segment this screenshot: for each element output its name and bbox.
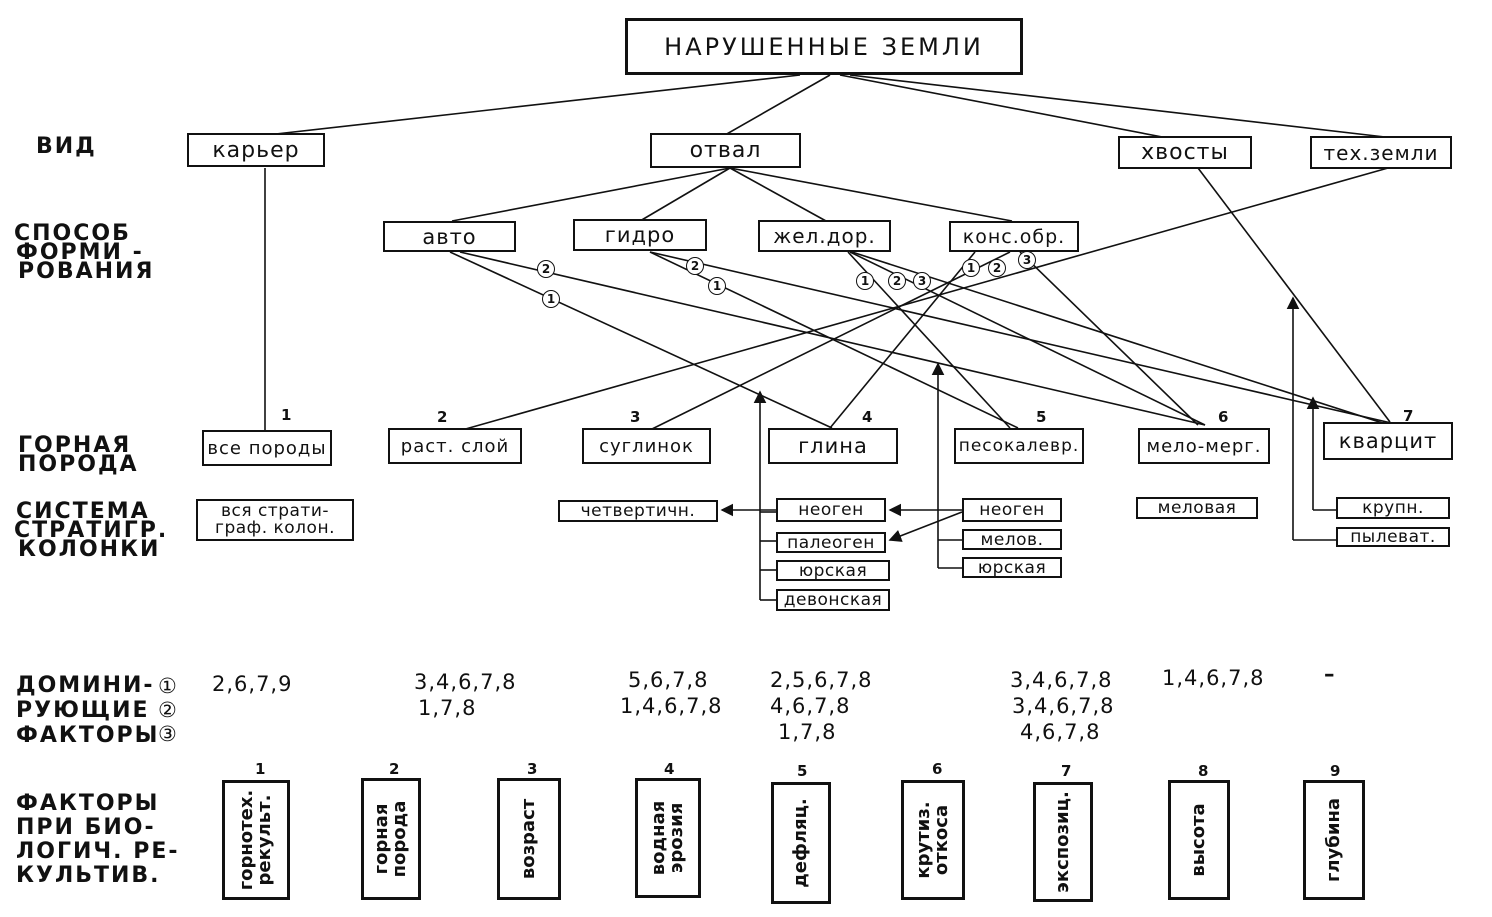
type-karer: карьер	[187, 133, 325, 167]
rock-number: 4	[862, 408, 873, 426]
strat-melov: мелов.	[962, 529, 1062, 550]
rock-vse-porody: все породы	[202, 430, 332, 466]
strat-yurskaya-4: юрская	[776, 560, 890, 581]
strat-neogen-5: неоген	[962, 498, 1062, 522]
marker-circle-3: 3	[913, 272, 931, 290]
marker-circle-1: 1	[542, 290, 560, 308]
marker-circle-1: 1	[708, 277, 726, 295]
strat-vsya-kolonka: вся страти-граф. колон.	[196, 499, 354, 541]
strat-devonskaya: девонская	[776, 589, 890, 611]
marker-circle-1: 1	[962, 259, 980, 277]
rock-number: 3	[630, 408, 641, 426]
type-otval: отвал	[650, 133, 801, 168]
marker-circle-2: 2	[537, 260, 555, 278]
strat-yurskaya-5: юрская	[962, 557, 1062, 578]
marker-circle-1: 1	[856, 272, 874, 290]
rock-pesok-alevr: песокалевр.	[954, 428, 1084, 464]
rock-number: 6	[1218, 408, 1229, 426]
dominant-values-col7: –	[1324, 662, 1336, 686]
dominant-values-col1: 2,6,7,9	[212, 672, 293, 696]
type-tech-zemli: тех.земли	[1310, 136, 1452, 169]
strat-melovaya: меловая	[1136, 497, 1258, 519]
rock-number: 7	[1403, 407, 1414, 425]
rock-kvarcit: кварцит	[1323, 422, 1453, 460]
method-gidro: гидро	[573, 219, 707, 251]
rock-number: 2	[437, 408, 448, 426]
rock-number: 1	[281, 406, 292, 424]
rock-rast-sloy: раст. слой	[388, 428, 522, 464]
method-zheldor: жел.дор.	[758, 220, 891, 252]
marker-circle-2: 2	[686, 257, 704, 275]
marker-circle-2: 2	[988, 259, 1006, 277]
strat-chetvertichn: четвертичн.	[558, 500, 718, 522]
strat-paleogen: палеоген	[776, 532, 886, 553]
type-hvosty: хвосты	[1118, 136, 1252, 169]
row-label-vid: ВИД	[36, 134, 97, 159]
strat-pylevat: пылеват.	[1336, 527, 1450, 547]
marker-circle-2: 2	[888, 272, 906, 290]
rock-melo-merg: мело-мерг.	[1138, 428, 1270, 464]
title-box: НАРУШЕННЫЕ ЗЕМЛИ	[625, 18, 1023, 75]
method-konsobr: конс.обр.	[949, 221, 1079, 252]
strat-neogen-4: неоген	[776, 498, 886, 522]
dominant-values-col6: 1,4,6,7,8	[1162, 666, 1265, 690]
rock-suglinok: суглинок	[582, 428, 711, 464]
strat-krupn: крупн.	[1336, 497, 1450, 519]
rock-glina: глина	[768, 428, 898, 464]
marker-circle-3: 3	[1018, 251, 1036, 269]
rock-number: 5	[1036, 408, 1047, 426]
method-avto: авто	[383, 221, 516, 252]
